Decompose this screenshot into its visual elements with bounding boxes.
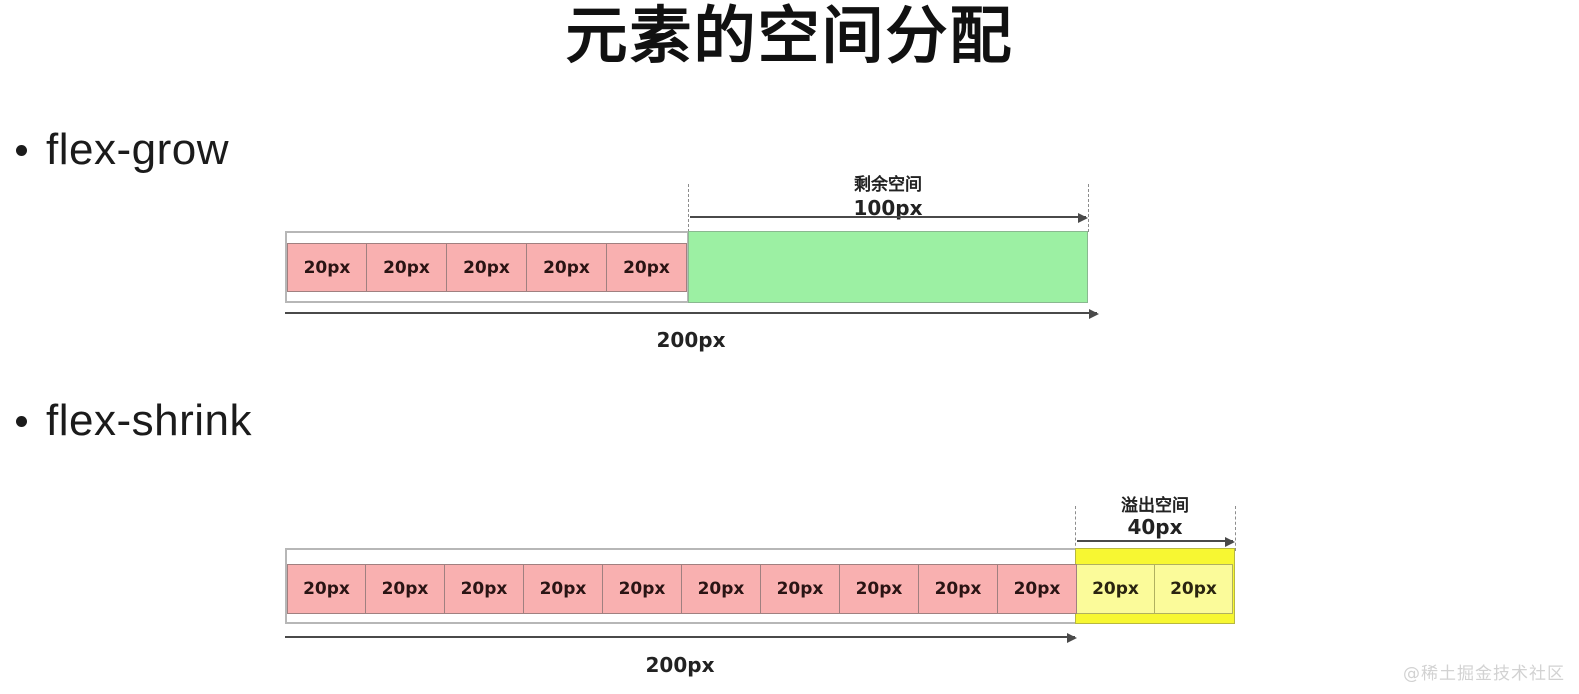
flex-item: 20px <box>367 243 447 292</box>
page-title: 元素的空间分配 <box>565 0 1014 72</box>
flex-item-label: 20px <box>1013 579 1061 599</box>
bullet-flex-shrink: flex-shrink <box>16 396 252 446</box>
flex-item: 20px <box>607 243 687 292</box>
flex-item-label: 20px <box>381 579 429 599</box>
flex-item: 20px <box>919 564 998 614</box>
flex-item: 20px <box>682 564 761 614</box>
flex-item: 20px <box>287 564 366 614</box>
flex-item-label: 20px <box>463 257 510 278</box>
flex-item: 20px <box>527 243 607 292</box>
flex-item-label: 20px <box>460 579 508 599</box>
flex-item-label: 20px <box>1092 579 1139 599</box>
watermark: @稀土掘金技术社区 <box>1403 664 1565 684</box>
flex-item-label: 20px <box>1170 579 1217 599</box>
total-width-arrow <box>285 633 1077 643</box>
flex-item-label: 20px <box>543 257 590 278</box>
flex-item: 20px <box>445 564 524 614</box>
flex-item-label: 20px <box>934 579 982 599</box>
flex-item: 20px <box>447 243 527 292</box>
flex-item-label: 20px <box>539 579 587 599</box>
free-space-title: 剩余空间 <box>854 175 922 195</box>
flex-items-row: 20px 20px 20px 20px 20px 20px 20px 20px 20px 20px… <box>287 564 1233 614</box>
overflow-space-guide-left <box>1075 506 1076 551</box>
flex-item-label: 20px <box>303 257 351 278</box>
bullet-label: flex-shrink <box>46 396 252 445</box>
flex-items-row: 20px 20px 20px 20px 20px <box>287 243 687 292</box>
overflow-space-value: 40px <box>1127 515 1183 539</box>
flex-item-label: 20px <box>623 257 670 278</box>
flex-item: 20px <box>1155 564 1233 614</box>
flex-item-label: 20px <box>303 579 350 599</box>
bullet-dot-icon <box>16 415 27 427</box>
flex-item-label: 20px <box>855 579 903 599</box>
flex-item: 20px <box>840 564 919 614</box>
total-width-value: 200px <box>645 653 715 677</box>
bullet-flex-grow: flex-grow <box>16 125 229 175</box>
flex-item-label: 20px <box>383 257 430 278</box>
overflow-space-guide-right <box>1235 506 1236 551</box>
bullet-dot-icon <box>16 144 27 156</box>
overflow-space-arrow <box>1077 537 1235 547</box>
flex-item: 20px <box>287 243 367 292</box>
flex-item: 20px <box>1077 564 1155 614</box>
flex-item: 20px <box>524 564 603 614</box>
flex-item: 20px <box>366 564 445 614</box>
flex-item: 20px <box>761 564 840 614</box>
flex-item: 20px <box>998 564 1077 614</box>
flex-item-label: 20px <box>618 579 666 599</box>
total-width-arrow <box>285 309 1099 319</box>
free-space-block <box>688 231 1088 303</box>
flex-item-label: 20px <box>697 579 745 599</box>
overflow-space-title: 溢出空间 <box>1121 496 1189 516</box>
flex-item: 20px <box>603 564 682 614</box>
flex-item-label: 20px <box>776 579 824 599</box>
total-width-value: 200px <box>656 328 726 352</box>
bullet-label: flex-grow <box>46 125 229 174</box>
free-space-arrow <box>690 213 1088 223</box>
free-space-guide-left <box>688 184 689 232</box>
free-space-guide-right <box>1088 184 1089 232</box>
